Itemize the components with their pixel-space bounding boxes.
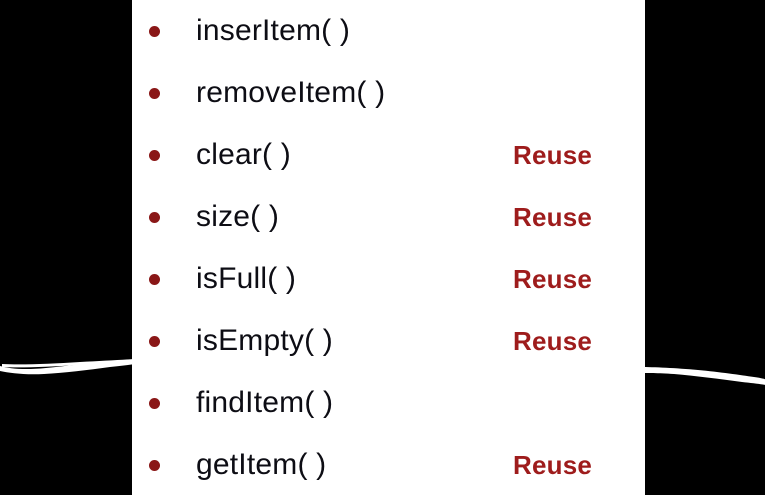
- bullet-icon: [149, 25, 160, 37]
- list-item[interactable]: findItem( ): [132, 372, 645, 434]
- operation-label: getItem( ): [196, 448, 327, 481]
- list-item[interactable]: isEmpty( ) Reuse: [132, 310, 645, 372]
- operation-label: clear( ): [196, 138, 291, 171]
- list-item[interactable]: getItem( ) Reuse: [132, 434, 645, 495]
- list-item[interactable]: isFull( ) Reuse: [132, 248, 645, 310]
- bullet-icon: [149, 335, 160, 347]
- operation-label: inserItem( ): [196, 14, 351, 47]
- reuse-badge: Reuse: [513, 263, 593, 294]
- operation-label: isEmpty( ): [196, 324, 333, 357]
- list-item[interactable]: removeItem( ): [132, 62, 645, 124]
- operation-label: isFull( ): [196, 262, 297, 295]
- reuse-badge: Reuse: [513, 325, 593, 356]
- operations-list: inserItem( ) removeItem( ) clear( ) Reus…: [132, 0, 645, 495]
- bullet-icon: [149, 459, 160, 471]
- bullet-icon: [149, 397, 160, 409]
- reuse-badge: Reuse: [513, 449, 593, 480]
- bullet-icon: [149, 273, 160, 285]
- list-item[interactable]: clear( ) Reuse: [132, 124, 645, 186]
- operation-label: size( ): [196, 200, 280, 233]
- list-item[interactable]: size( ) Reuse: [132, 186, 645, 248]
- bullet-icon: [149, 87, 160, 99]
- list-item[interactable]: inserItem( ): [132, 0, 645, 62]
- operation-label: findItem( ): [196, 386, 334, 419]
- bullet-icon: [149, 211, 160, 223]
- left-black-bar: [0, 0, 132, 495]
- reuse-badge: Reuse: [513, 201, 593, 232]
- reuse-badge: Reuse: [513, 139, 593, 170]
- right-black-bar: [645, 0, 765, 495]
- operation-label: removeItem( ): [196, 76, 386, 109]
- content-panel: inserItem( ) removeItem( ) clear( ) Reus…: [132, 0, 645, 495]
- bullet-icon: [149, 149, 160, 161]
